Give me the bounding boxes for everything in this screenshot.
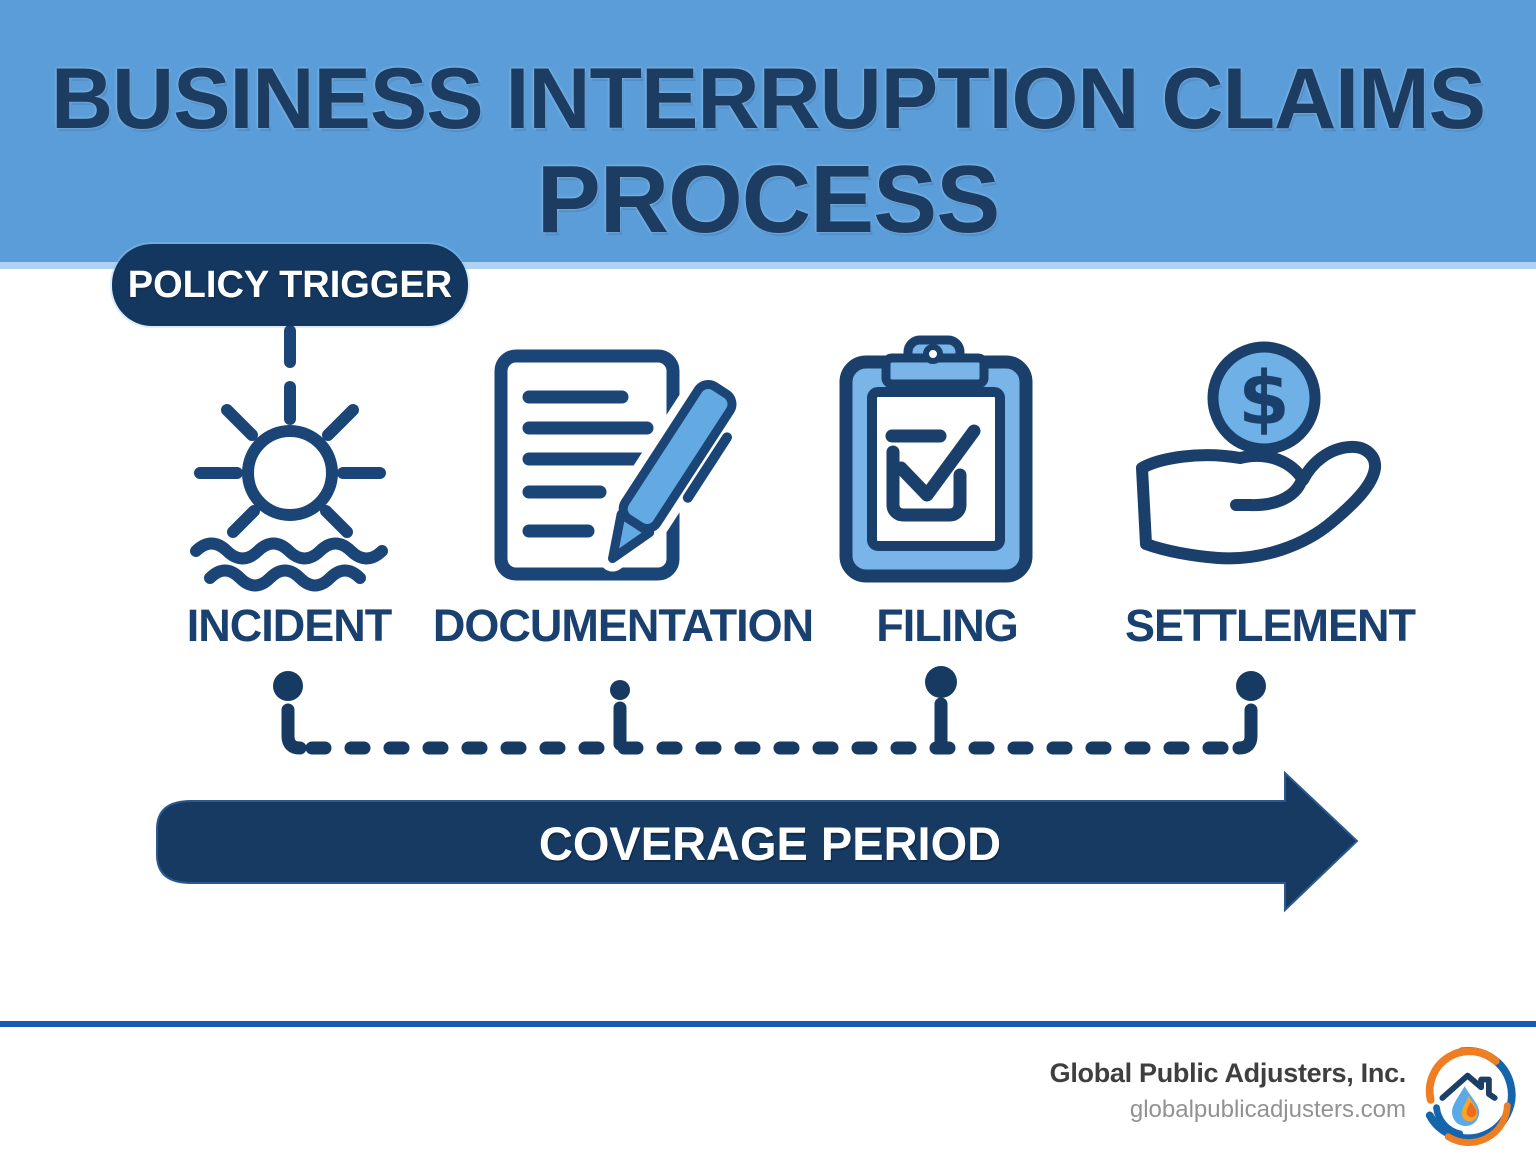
- step-label-incident: INCIDENT: [186, 600, 393, 651]
- company-logo-icon: [1425, 1047, 1516, 1146]
- dollar-sign: $: [1238, 356, 1290, 442]
- step-label-documentation: DOCUMENTATION: [432, 600, 814, 651]
- coverage-period-label: COVERAGE PERIOD: [538, 817, 1002, 870]
- policy-trigger-label: POLICY TRIGGER: [127, 263, 453, 306]
- header-band: [0, 0, 1536, 262]
- header-band-edge: [0, 262, 1536, 269]
- step-label-settlement: SETTLEMENT: [1125, 600, 1416, 651]
- website-url: globalpublicadjusters.com: [1129, 1096, 1406, 1123]
- company-name: Global Public Adjusters, Inc.: [1049, 1058, 1407, 1088]
- sun-over-water-icon: [190, 326, 388, 592]
- timeline-milestone-dots: [273, 666, 1266, 701]
- clipboard-check-icon: [839, 335, 1033, 583]
- footer-text-block: Global Public Adjusters, Inc. globalpubl…: [1049, 1058, 1407, 1124]
- coverage-period-arrow: [156, 771, 1359, 913]
- document-pen-icon: [494, 349, 745, 581]
- hand-coin-icon: $: [1136, 341, 1382, 565]
- policy-trigger-badge: POLICY TRIGGER: [112, 244, 468, 326]
- page-title-line2: PROCESS: [536, 145, 1000, 253]
- step-label-filing: FILING: [876, 600, 1018, 651]
- footer-divider: [0, 1021, 1536, 1027]
- page-title-line1: BUSINESS INTERRUPTION CLAIMS: [50, 51, 1486, 147]
- timeline: [273, 666, 1266, 755]
- page-title: BUSINESS INTERRUPTION CLAIMS PROCESS: [0, 52, 1536, 252]
